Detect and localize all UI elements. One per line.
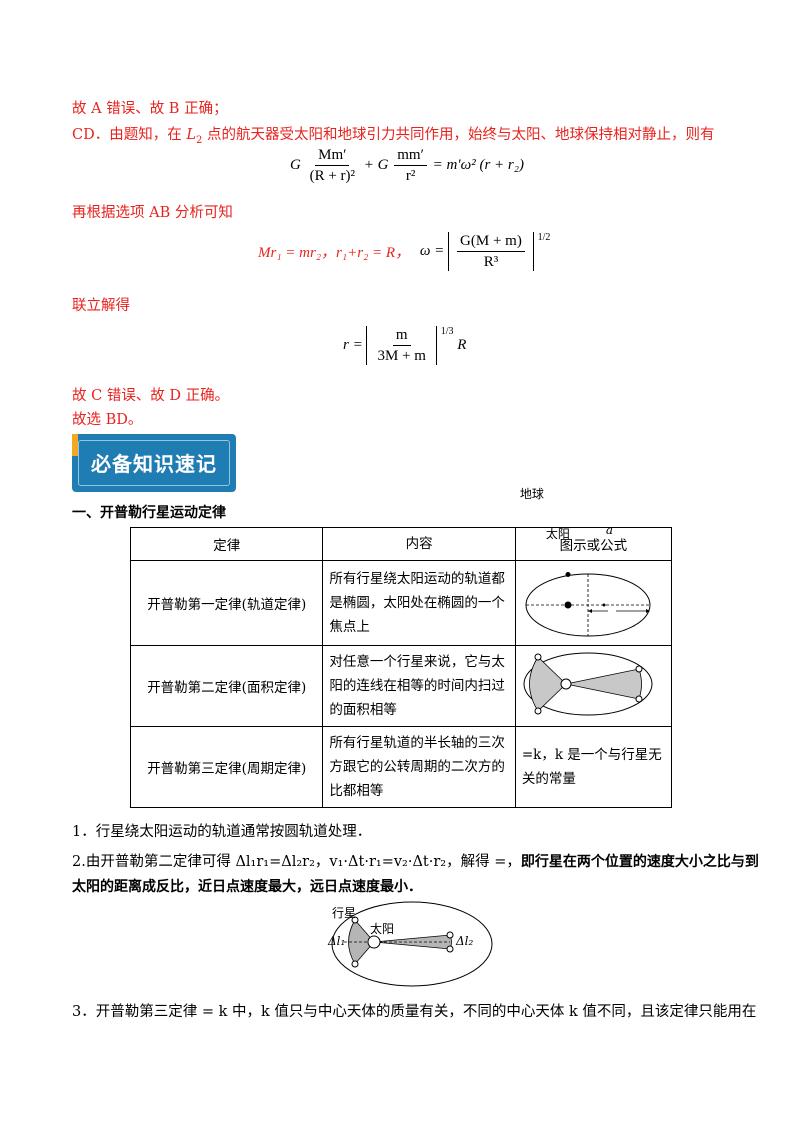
eq2-den: R³ <box>483 254 499 270</box>
eq1-plus-g: + G <box>363 156 389 173</box>
law-content: 所有行星轨道的半长轴的三次方跟它的公转周期的二次方的比都相等 <box>322 726 516 808</box>
eq3-frac: m 3M + m <box>374 326 428 365</box>
table-header: 内容 <box>322 527 516 561</box>
planet-orbit-diagram <box>331 901 493 987</box>
eq1-frac2: mm′ r² <box>394 146 427 185</box>
solution-line-1: 故 A 错误、故 B 正确； <box>72 101 228 117</box>
eq1-num2: mm′ <box>394 146 427 166</box>
fig2-dl2-label: Δl₂ <box>456 934 474 948</box>
eq2-frac: G(M + m) R³ <box>457 232 525 271</box>
fig1-a-label: a <box>605 523 613 537</box>
solution-line-6: 故选 BD。 <box>72 412 143 428</box>
eq1-rhs: = m′ω² (r + r₂) <box>432 156 524 173</box>
table-row: 开普勒第二定律(面积定律) 对任意一个行星来说，它与太阳的连线在相等的时间内扫过… <box>129 645 673 727</box>
eq1-den1: (R + r)² <box>309 168 356 184</box>
note-3: 3．开普勒第三定律 = k 中，k 值只与中心天体的质量有关，不同的中心天体 k… <box>72 1004 757 1020</box>
law1-figure-cell: 地球 太阳 a <box>514 487 673 646</box>
eq1-den2: r² <box>405 168 416 184</box>
note-1: 1．行星绕太阳运动的轨道通常按圆轨道处理． <box>72 824 372 840</box>
solution-line-3: 再根据选项 AB 分析可知 <box>72 205 233 221</box>
fig2-sun-label: 太阳 <box>370 922 395 936</box>
line2-L: L <box>186 127 196 143</box>
area-law-figure: 行星 太阳 Δl₁ Δl₂ <box>326 900 496 990</box>
eq2-exp: 1/2 <box>537 232 551 243</box>
fig2-planet-label: 行星 <box>332 906 357 920</box>
solution-line-5: 故 C 错误、故 D 正确。 <box>72 388 230 404</box>
law3-formula: =k，k 是一个与行星无关的常量 <box>514 726 673 808</box>
law-name: 开普勒第一定律(轨道定律) <box>129 560 324 646</box>
eq3-lhs: r = <box>343 337 363 353</box>
equation-2: Mr₁ = mr₂，r₁+r₂ = R， ω = G(M + m) R³ 1/2 <box>258 232 550 271</box>
law2-figure-cell <box>514 645 673 727</box>
area-law-diagram <box>523 652 653 716</box>
eq3-exp: 1/3 <box>440 326 454 337</box>
eq2-left: Mr₁ = mr₂，r₁+r₂ = R， <box>258 245 411 261</box>
law-content: 所有行星绕太阳运动的轨道都是椭圆，太阳处在椭圆的一个焦点上 <box>322 560 516 646</box>
equation-1: G Mm′ (R + r)² + G mm′ r² = m′ω² (r + r₂) <box>290 146 524 185</box>
law-name: 开普勒第二定律(面积定律) <box>129 645 324 727</box>
solution-line-4: 联立解得 <box>72 298 130 314</box>
eq3-tail: R <box>457 337 467 353</box>
equation-3: r = m 3M + m 1/3 R <box>343 326 466 365</box>
line2-sub: 2 <box>195 134 203 146</box>
section-badge: 必备知识速记 <box>72 434 236 492</box>
note-2: 2.由开普勒第二定律可得 Δl₁r₁=Δl₂r₂，v₁·Δt·r₁=v₂·Δt·… <box>72 850 759 871</box>
fig1-sun-label: 太阳 <box>545 527 570 541</box>
eq3-den: 3M + m <box>377 348 426 364</box>
badge-accent <box>72 434 78 456</box>
eq1-g: G <box>290 156 301 173</box>
note-2-bold: 即行星在两个位置的速度大小之比与到 <box>520 854 759 870</box>
line2-suffix: 点的航天器受太阳和地球引力共同作用，始终与太阳、地球保持相对静止，则有 <box>202 127 715 143</box>
eq2-omega: ω = <box>419 243 445 259</box>
line2-prefix: CD．由题知，在 <box>72 127 187 143</box>
eq2-num: G(M + m) <box>457 232 525 252</box>
table-header: 图示或公式 <box>514 527 673 561</box>
eq2-bracket: G(M + m) R³ <box>448 232 534 271</box>
table-header: 定律 <box>129 527 324 561</box>
eq1-frac1: Mm′ (R + r)² <box>307 146 358 185</box>
note-2-text: 2.由开普勒第二定律可得 Δl₁r₁=Δl₂r₂，v₁·Δt·r₁=v₂·Δt·… <box>72 854 521 870</box>
eq1-num1: Mm′ <box>315 146 350 166</box>
table-row: 开普勒第一定律(轨道定律) 所有行星绕太阳运动的轨道都是椭圆，太阳处在椭圆的一个… <box>129 487 673 646</box>
badge-label: 必备知识速记 <box>91 452 217 476</box>
eq3-num: m <box>392 326 411 346</box>
badge-frame <box>78 440 230 486</box>
ellipse-orbit-diagram <box>525 572 651 637</box>
eq3-bracket: m 3M + m <box>366 326 437 365</box>
law-content: 对任意一个行星来说，它与太阳的连线在相等的时间内扫过的面积相等 <box>322 645 516 727</box>
law-name: 开普勒第三定律(周期定律) <box>129 726 324 808</box>
solution-line-2: CD．由题知，在 L2 点的航天器受太阳和地球引力共同作用，始终与太阳、地球保持… <box>72 123 714 146</box>
fig1-earth-label: 地球 <box>519 487 544 501</box>
section-title: 一、开普勒行星运动定律 <box>72 505 226 521</box>
table-row: 开普勒第三定律(周期定律) 所有行星轨道的半长轴的三次方跟它的公转周期的二次方的… <box>129 726 673 808</box>
fig2-dl1-label: Δl₁ <box>328 934 346 948</box>
kepler-laws-table: 定律 内容 图示或公式 开普勒第一定律(轨道定律) 所有行星绕太阳运动的轨道都是… <box>129 487 673 808</box>
table-header-row: 定律 内容 图示或公式 <box>129 527 673 561</box>
note-2-continued: 太阳的距离成反比，近日点速度最大，远日点速度最小． <box>72 879 422 895</box>
